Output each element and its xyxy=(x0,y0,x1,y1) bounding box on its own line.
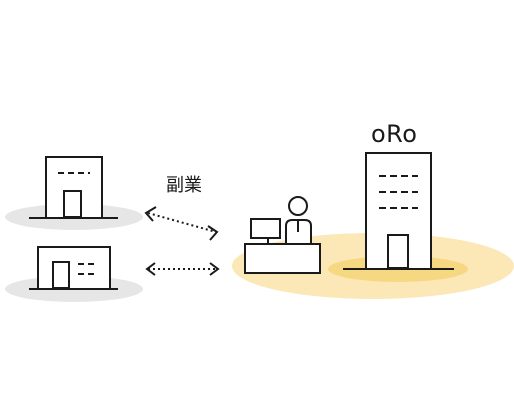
arrowhead-bottom-right xyxy=(209,262,220,276)
side-job-label: 副業 xyxy=(166,175,202,196)
company-name-label: oRo xyxy=(371,120,418,148)
small-office-bottom xyxy=(5,246,143,302)
worker-at-desk xyxy=(244,196,321,274)
monitor xyxy=(250,218,281,239)
person-head xyxy=(288,196,308,216)
arrowhead-bottom-left xyxy=(145,262,156,276)
small-office-bottom-door xyxy=(52,261,70,289)
arrowhead-top-left xyxy=(144,206,157,222)
dotted-arrow-bottom xyxy=(145,262,220,276)
company-building-door xyxy=(387,234,409,269)
small-office-top xyxy=(5,156,143,230)
arrowhead-top-right xyxy=(207,225,219,241)
small-office-top-body xyxy=(45,156,103,219)
small-office-top-door xyxy=(63,190,82,218)
small-office-bottom-body xyxy=(37,246,111,290)
company-building xyxy=(343,152,454,270)
dotted-arrow-top xyxy=(144,206,219,241)
desk xyxy=(244,243,321,274)
